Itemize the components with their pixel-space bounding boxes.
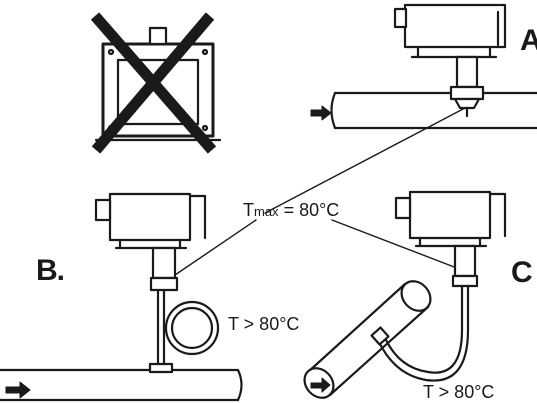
stem-b <box>148 246 179 374</box>
pipe-b <box>0 368 243 402</box>
label-a: A <box>520 24 537 57</box>
inclined-pipe-c <box>303 280 432 399</box>
sensor-housing-b <box>94 192 207 250</box>
temperature-label-b: T > 80°C <box>228 314 300 334</box>
figure-c <box>303 190 507 399</box>
tmax-value: = 80°C <box>278 200 340 220</box>
flow-arrow-icon <box>310 105 332 121</box>
sensor-housing-a <box>393 3 507 59</box>
label-b: B. <box>36 254 65 287</box>
siphon-loop-b <box>164 300 220 356</box>
cross-mark-icon <box>90 12 217 154</box>
temperature-label-c: T > 80°C <box>423 382 495 402</box>
tmax-label: Tmax = 80°C <box>243 201 339 219</box>
pipe-a <box>330 91 537 130</box>
tmax-symbol: T <box>243 200 254 220</box>
figure-a <box>310 3 537 130</box>
tmax-subscript: max <box>254 204 279 219</box>
stem-a <box>449 55 485 118</box>
leader-lines <box>174 107 466 276</box>
sensor-housing-c <box>394 190 507 248</box>
flow-arrow-icon <box>5 381 31 399</box>
figure-b <box>0 192 243 402</box>
label-c: C <box>511 256 533 289</box>
stem-c <box>378 244 479 382</box>
